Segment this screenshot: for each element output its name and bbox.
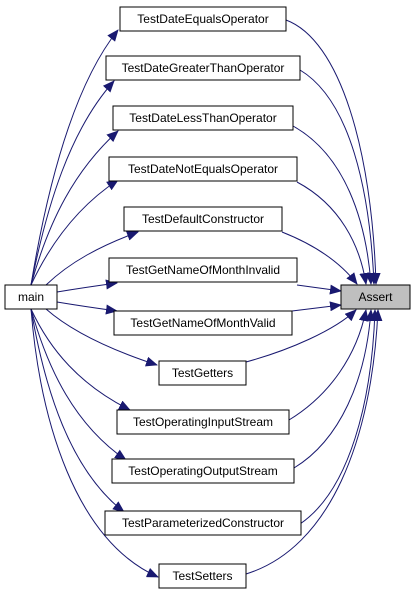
node-testdatenotequalsoperator[interactable]: TestDateNotEqualsOperator (108, 156, 298, 182)
edges-main-to-tests (30, 29, 159, 578)
edge-testdefaultconstructor-assert (281, 231, 358, 285)
edge-testoperatingoutputstream-assert (293, 309, 376, 469)
node-assert-label: Assert (358, 290, 393, 304)
node-testgetters-label: TestGetters (172, 366, 233, 380)
node-testdefaultconstructor-label: TestDefaultConstructor (142, 212, 264, 226)
edge-testoperatinginputstream-assert (288, 309, 369, 421)
node-testoperatinginputstream[interactable]: TestOperatingInputStream (116, 409, 290, 435)
node-testdefaultconstructor[interactable]: TestDefaultConstructor (123, 206, 283, 232)
edge-testdateequalsoperator-assert (285, 19, 381, 285)
edge-main-testdatenotequalsoperator (30, 179, 119, 286)
edge-testdatelessthanoperator-assert (292, 125, 376, 285)
node-main-label: main (18, 290, 44, 304)
edge-main-testdateequalsoperator (30, 29, 119, 286)
node-testparameterizedconstructor[interactable]: TestParameterizedConstructor (104, 510, 302, 536)
edge-testgetnameofmonthvalid-assert (291, 301, 342, 312)
node-testdategreaterthanoperator-label: TestDateGreaterThanOperator (122, 61, 285, 75)
node-testoperatingoutputstream-label: TestOperatingOutputStream (128, 464, 277, 478)
node-testoperatingoutputstream[interactable]: TestOperatingOutputStream (111, 458, 295, 484)
node-testgetnameofmonthinvalid[interactable]: TestGetNameOfMonthInvalid (108, 257, 298, 283)
edge-main-testoperatingoutputstream (30, 308, 127, 461)
node-testoperatinginputstream-label: TestOperatingInputStream (133, 415, 273, 429)
edge-main-testgetnameofmonthinvalid (56, 279, 118, 293)
edges-tests-to-assert (245, 19, 383, 575)
node-main[interactable]: main (4, 284, 58, 310)
node-assert[interactable]: Assert (340, 284, 411, 310)
node-testdateequalsoperator-label: TestDateEqualsOperator (137, 12, 268, 26)
node-testdategreaterthanoperator[interactable]: TestDateGreaterThanOperator (105, 55, 301, 81)
edge-main-testgetters (45, 308, 158, 367)
node-testsetters-label: TestSetters (172, 569, 232, 583)
edge-testgetters-assert (245, 309, 357, 363)
edge-testdatenotequalsoperator-assert (296, 181, 370, 285)
edge-main-testsetters (30, 308, 159, 578)
node-testdatelessthanoperator[interactable]: TestDateLessThanOperator (112, 105, 294, 131)
node-testsetters[interactable]: TestSetters (158, 563, 247, 589)
edge-main-testgetnameofmonthvalid (56, 301, 118, 315)
node-testgetnameofmonthvalid[interactable]: TestGetNameOfMonthValid (113, 310, 293, 336)
edge-testparameterizedconstructor-assert (299, 309, 380, 525)
edge-testsetters-assert (245, 309, 383, 575)
node-testdatelessthanoperator-label: TestDateLessThanOperator (129, 111, 276, 125)
node-testparameterizedconstructor-label: TestParameterizedConstructor (122, 516, 284, 530)
node-testdateequalsoperator[interactable]: TestDateEqualsOperator (119, 6, 287, 32)
node-testgetters[interactable]: TestGetters (158, 360, 247, 386)
edge-testdategreaterthanoperator-assert (299, 69, 379, 285)
edge-main-testoperatinginputstream (30, 308, 131, 411)
node-testgetnameofmonthvalid-label: TestGetNameOfMonthValid (130, 316, 275, 330)
node-testdatenotequalsoperator-label: TestDateNotEqualsOperator (128, 162, 278, 176)
node-testgetnameofmonthinvalid-label: TestGetNameOfMonthInvalid (126, 263, 280, 277)
edge-main-testdefaultconstructor (45, 231, 139, 286)
edge-main-testparameterizedconstructor (30, 308, 125, 513)
edge-main-testdatelessthanoperator (30, 130, 119, 286)
edge-testgetnameofmonthinvalid-assert (296, 284, 342, 295)
edge-main-testdategreaterthanoperator (30, 80, 115, 286)
